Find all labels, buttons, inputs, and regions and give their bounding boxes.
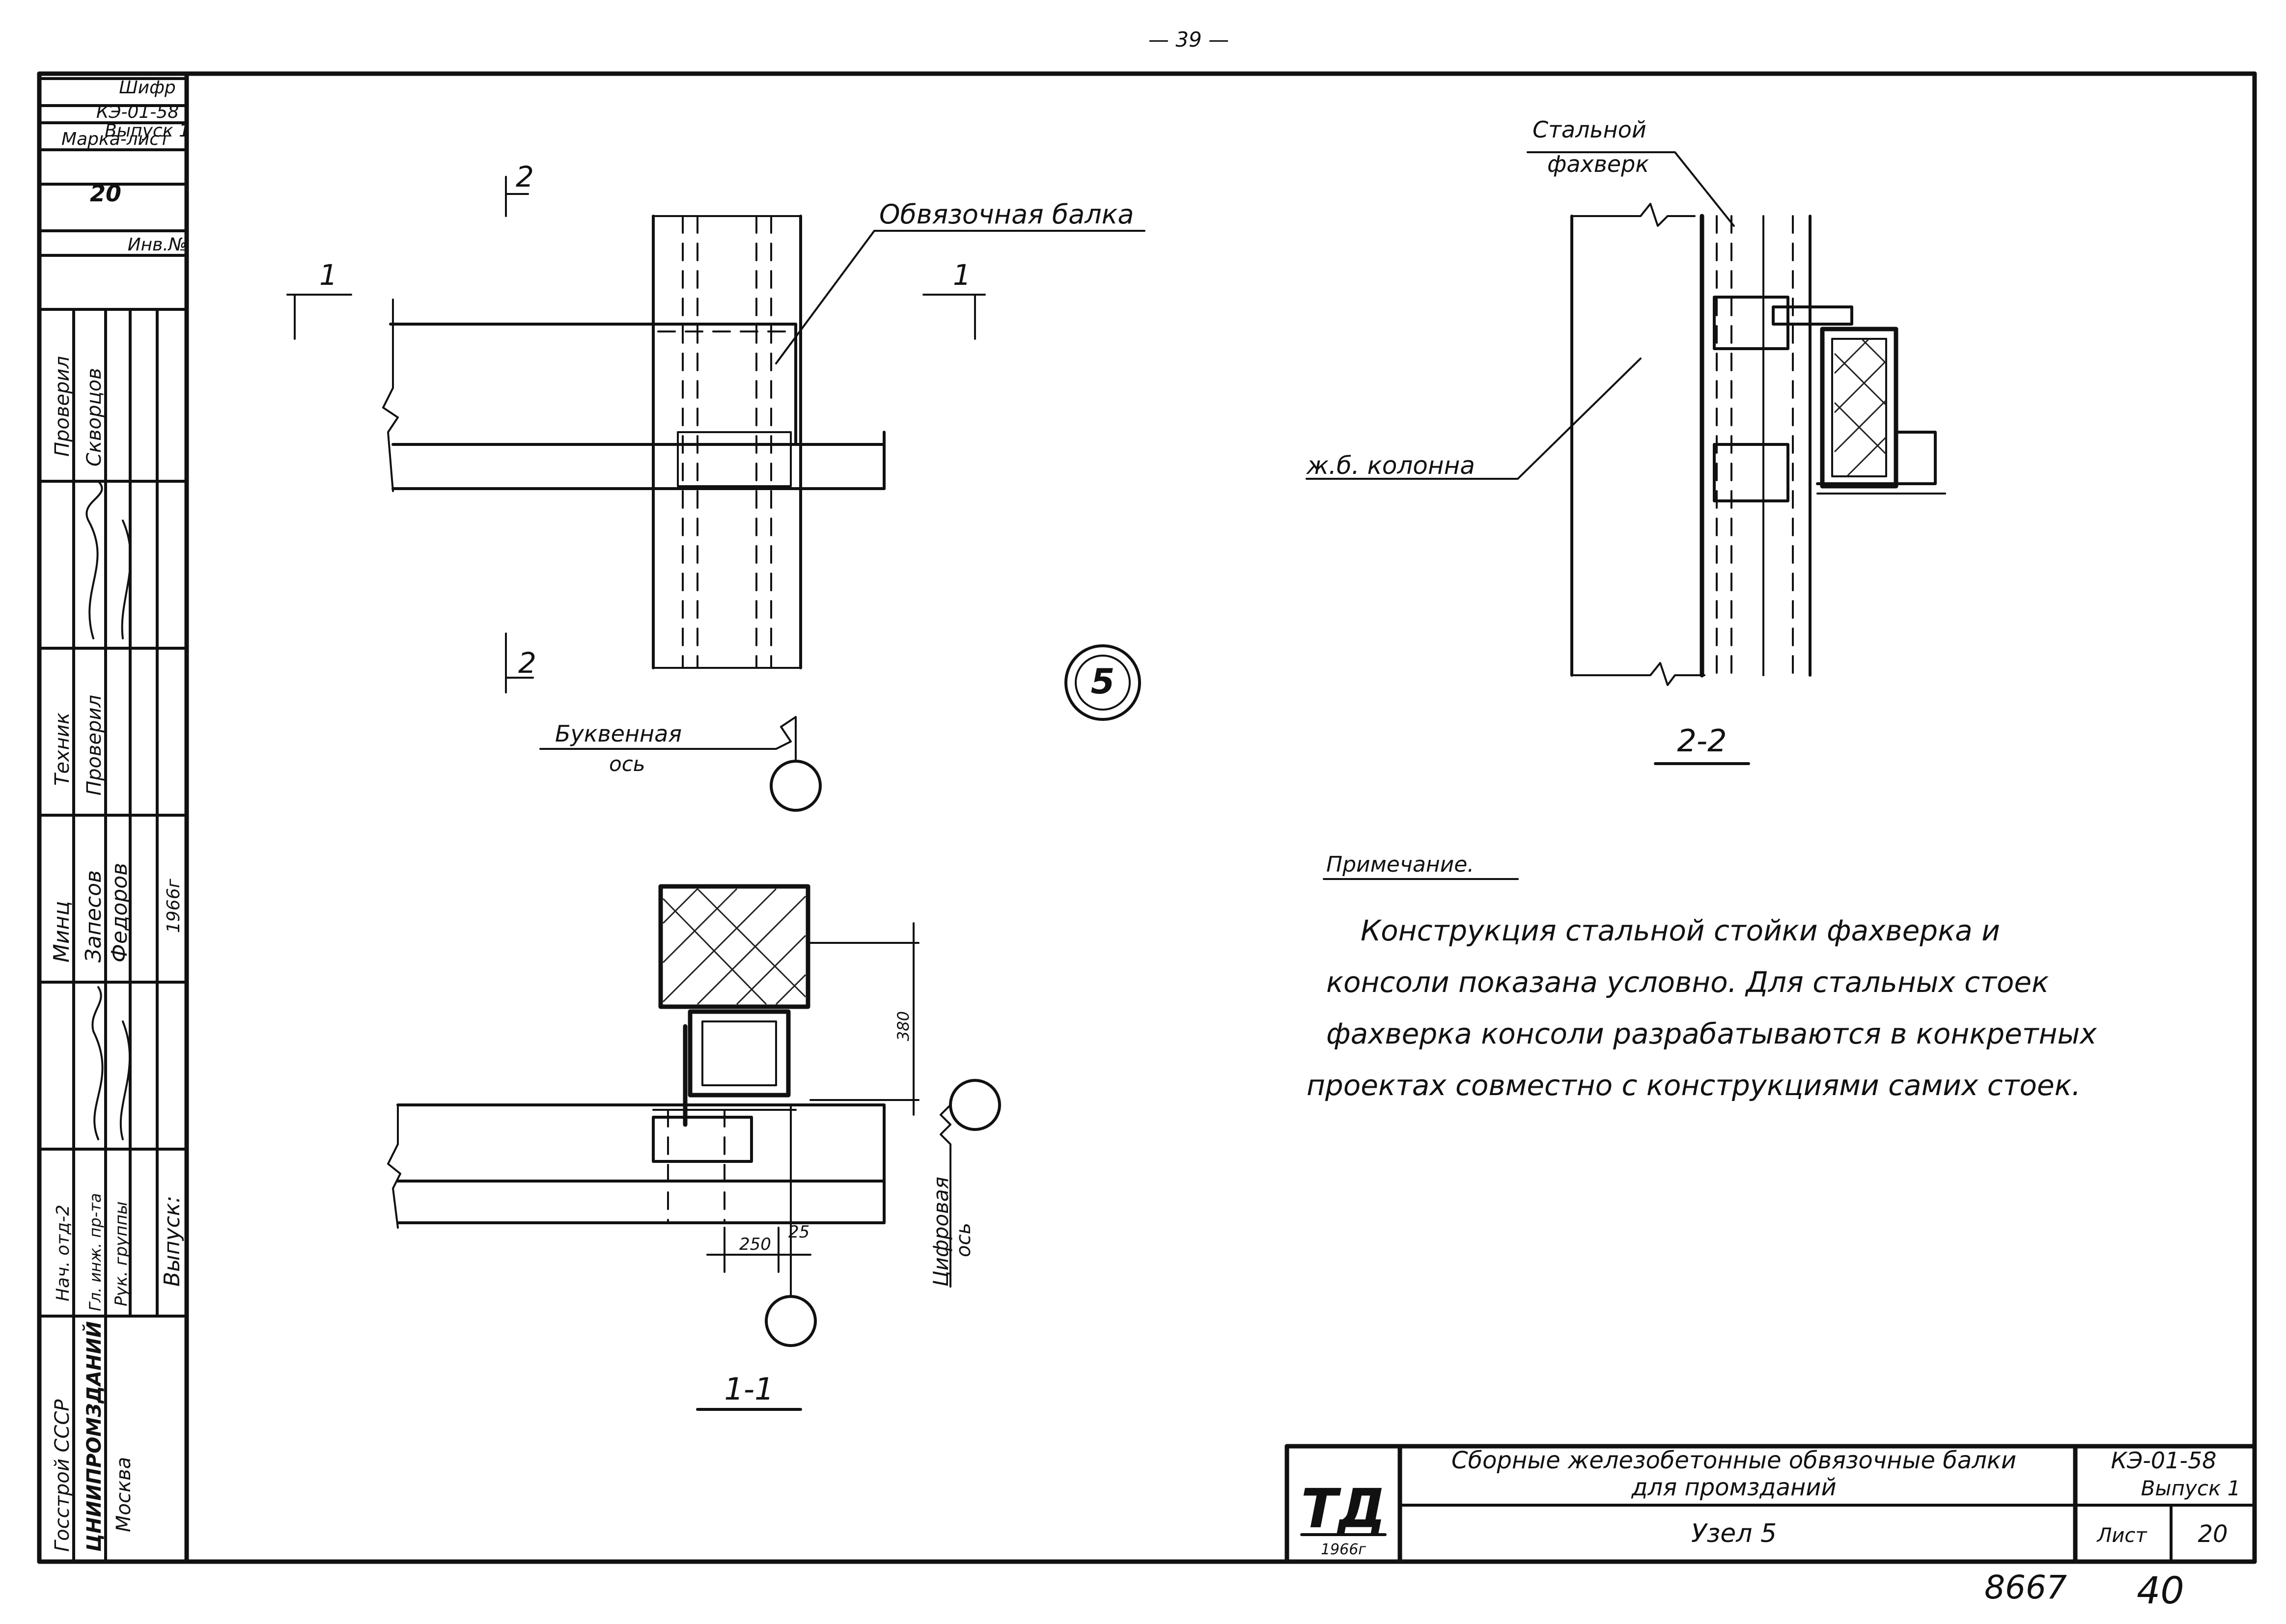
axis-label-bottom: ось [609, 752, 645, 776]
stamp-cipher-label: Шифр [119, 78, 176, 98]
section-1-left: 1 [319, 258, 337, 292]
dim-b: 25 [788, 1222, 809, 1242]
note-line-4: проектах совместно с конструкциями самих… [1307, 1069, 2081, 1102]
section-1-1-view: 380 250 25 Цифровая ось 1-1 [387, 884, 1001, 1411]
page-number: — 39 — [1148, 28, 1229, 52]
stamp-position-head: Нач. отд-2 [53, 1205, 73, 1301]
note-line-3: фахверка консоли разрабатываются в конкр… [1326, 1017, 2097, 1050]
section-2-2-view: Стальной фахверк ж.б. колонна 2-2 [1306, 116, 1946, 765]
stamp-issue-word: Выпуск: [160, 1196, 185, 1287]
section-1-1-axis-top: Цифровая [929, 1177, 953, 1287]
column-label: ж.б. колонна [1306, 451, 1475, 480]
title-series: КЭ-01-58 [2111, 1447, 2216, 1474]
note-block: Примечание. Конструкция стальной стойки … [1307, 852, 2097, 1102]
stamp-org-institute: ЦНИИПРОМЗДАНИЙ [82, 1321, 106, 1552]
stamp-org-ministry: Госстрой СССР [51, 1399, 74, 1552]
title-block: ТД 1966г Сборные железобетонные обвязочн… [1284, 1444, 2257, 1564]
axis-bubble-letter [770, 760, 822, 812]
section-2-2-title: 2-2 [1677, 723, 1727, 759]
archive-page: 40 [2137, 1569, 2184, 1612]
note-title: Примечание. [1326, 852, 1474, 877]
side-stamp: Шифр КЭ-01-58 Выпуск 1 Марка-лист 20 Инв… [38, 77, 190, 1563]
stamp-name-minin: Минц [49, 901, 74, 963]
steel-label-top: Стальной [1533, 116, 1646, 143]
stamp-city: Москва [112, 1457, 135, 1532]
dim-vertical: 380 [894, 1011, 913, 1041]
stamp-mark-sheet-value: 20 [90, 180, 121, 207]
stamp-role-checked-by: Проверил [51, 356, 74, 457]
sheet-frame [37, 71, 2257, 1564]
title-sheet-label: Лист [2096, 1524, 2147, 1547]
title-subtitle: Узел 5 [1691, 1519, 1777, 1548]
section-1-right: 1 [953, 258, 971, 292]
title-issue: Выпуск 1 [2141, 1476, 2241, 1500]
dim-a: 250 [739, 1235, 771, 1254]
title-line-2: для промзданий [1631, 1474, 1836, 1501]
stamp-position-group-lead: Рук. группы [112, 1201, 131, 1306]
note-line-1: Конструкция стальной стойки фахверка и [1361, 914, 2000, 947]
title-year: 1966г [1321, 1541, 1366, 1558]
axis-bubble-right [949, 1079, 1001, 1131]
title-line-1: Сборные железобетонные обвязочные балки [1451, 1447, 2016, 1474]
stamp-name-zapesov: Запесов [81, 870, 106, 963]
axis-bubble-bottom [765, 1295, 817, 1347]
section-2-bottom: 2 [518, 646, 536, 680]
steel-label-bottom: фахверк [1547, 151, 1649, 177]
node-number: 5 [1091, 661, 1115, 702]
stamp-inv-label: Инв.№ [128, 235, 187, 255]
stamp-cipher-value: КЭ-01-58 [96, 102, 179, 122]
stamp-name-fedorov: Федоров [107, 863, 132, 963]
title-sheet-value: 20 [2198, 1520, 2228, 1548]
section-2-top: 2 [516, 160, 534, 193]
elevation-view: Обвязочная балка 2 2 1 1 Буквенная ось 5 [286, 160, 1145, 812]
stamp-role-technician: Техник [51, 713, 74, 786]
stamp-role-drawn-by: Скворцов [83, 368, 106, 467]
section-1-1-title: 1-1 [724, 1371, 774, 1407]
stamp-role-checked: Проверил [83, 695, 106, 796]
stamp-issue: Выпуск 1 [105, 121, 190, 141]
axis-label-top: Буквенная [555, 720, 682, 747]
node-marker [1064, 644, 1141, 721]
archive-number: 8667 [1984, 1569, 2067, 1606]
beam-label: Обвязочная балка [879, 199, 1134, 230]
stamp-year: 1966г [164, 878, 184, 933]
stamp-mark-sheet-label: Марка-лист [61, 129, 170, 149]
section-1-1-axis-bottom: ось [952, 1223, 975, 1257]
title-logo: ТД [1301, 1477, 1386, 1540]
stamp-position-chief-engineer: Гл. инж. пр-та [86, 1193, 105, 1311]
note-line-2: консоли показана условно. Для стальных с… [1326, 965, 2049, 999]
